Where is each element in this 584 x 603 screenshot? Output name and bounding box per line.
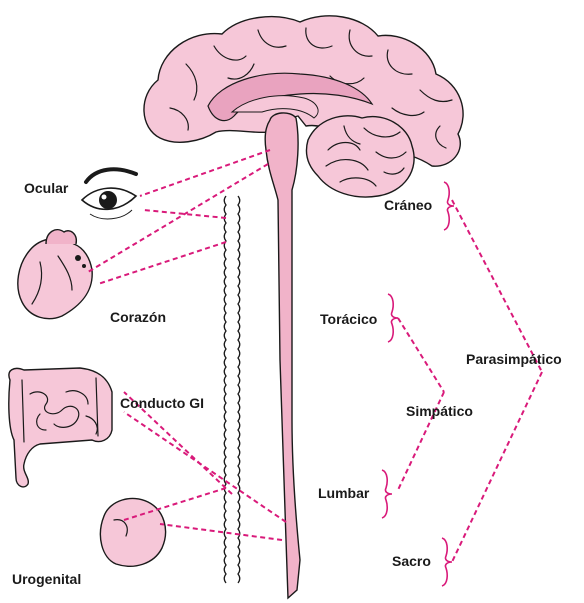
label-toracico: Torácico	[320, 311, 377, 327]
intestine-icon	[9, 368, 112, 487]
label-simpatico: Simpático	[406, 403, 473, 419]
label-urogenital: Urogenital	[12, 571, 81, 587]
label-sacro: Sacro	[392, 553, 431, 569]
label-conducto-gi: Conducto GI	[120, 395, 204, 411]
label-ocular: Ocular	[24, 180, 69, 196]
label-parasimpatico: Parasimpático	[466, 351, 562, 367]
eye-icon	[82, 169, 136, 219]
braces	[382, 182, 454, 586]
bladder-icon	[100, 498, 165, 566]
label-corazon: Corazón	[110, 309, 166, 325]
heart-icon	[18, 230, 92, 319]
spinal-cord-icon	[265, 113, 300, 598]
label-craneo: Cráneo	[384, 197, 432, 213]
sympathetic-chain-left	[224, 196, 226, 583]
label-lumbar: Lumbar	[318, 485, 370, 501]
sympathetic-chain-right	[238, 196, 240, 583]
brain-icon	[144, 16, 463, 197]
sympathetic-chain-icon	[224, 196, 240, 583]
